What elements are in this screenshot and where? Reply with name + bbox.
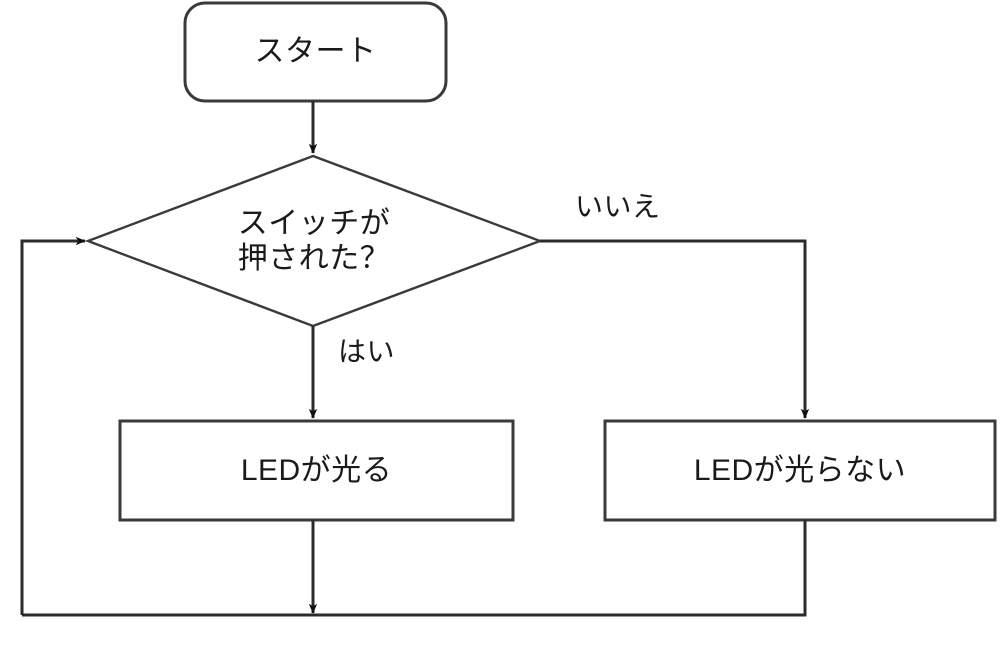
node-decision-shape[interactable] (84, 154, 544, 328)
edge-loop-back-to-decision (20, 236, 86, 615)
node-led-on-shape[interactable] (118, 419, 515, 522)
edge-led-off-to-bus (22, 520, 807, 617)
edge-decision-no (540, 239, 810, 419)
node-led-off-shape[interactable] (603, 419, 997, 522)
node-start-shape[interactable] (183, 1, 448, 103)
